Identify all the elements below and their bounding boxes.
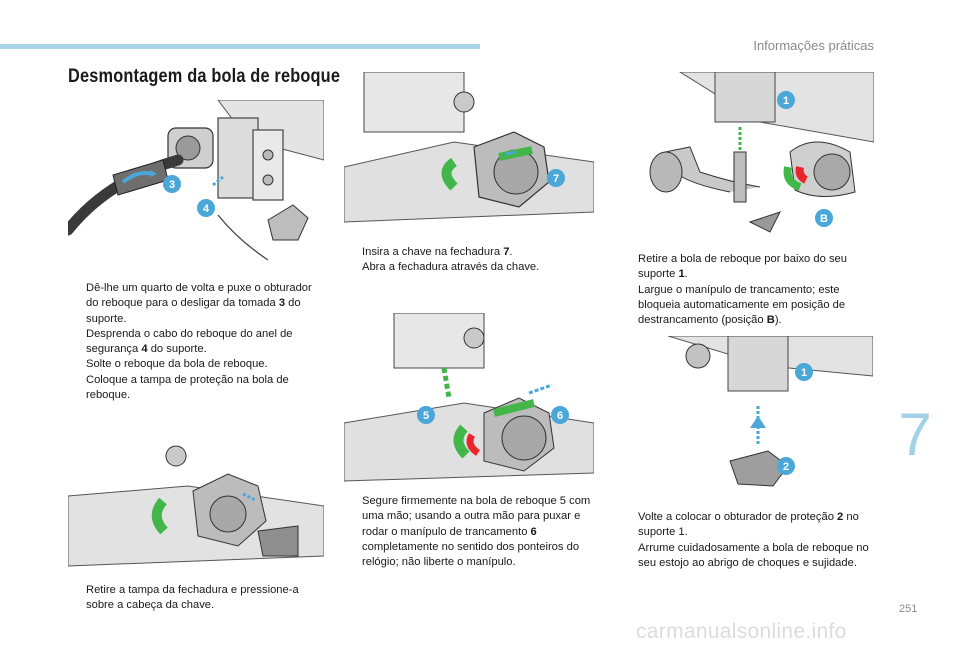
steps-remove-ball: Retire a bola de reboque por baixo do se… [620, 252, 876, 328]
step-place-cap: Coloque a tampa de proteção na bola de r… [86, 373, 289, 402]
badge-B: B [815, 209, 833, 227]
illustration-plug: 3 4 [68, 100, 324, 270]
badge-1b: 1 [795, 363, 813, 381]
svg-text:5: 5 [423, 410, 429, 422]
step-release-handle: Largue o manípulo de trancamento; este b… [638, 283, 846, 327]
step-disconnect-plug: Dê-lhe um quarto de volta e puxe o obtur… [86, 282, 312, 325]
step-remove-lock-cap: Retire a tampa da fechadura e pressione-… [86, 584, 299, 612]
figure-plug-disconnect: 3 4 [68, 100, 324, 270]
svg-text:3: 3 [169, 179, 175, 191]
svg-text:B: B [820, 213, 828, 225]
figure-insert-cover: 1 2 [668, 336, 873, 496]
page-number: 251 [899, 603, 918, 615]
illustration-cap [68, 426, 324, 571]
svg-text:7: 7 [553, 173, 559, 185]
steps-disconnect: Dê-lhe um quarto de volta e puxe o obtur… [68, 281, 318, 403]
svg-text:1: 1 [783, 95, 789, 107]
illustration-unlock: 5 6 [344, 313, 594, 483]
badge-6: 6 [551, 406, 569, 424]
svg-text:1: 1 [801, 367, 807, 379]
chapter-number: 7 [898, 401, 932, 468]
section-label: Informações práticas [753, 38, 874, 53]
figure-unlock-handle: 5 6 [344, 313, 594, 483]
badge-5: 5 [417, 406, 435, 424]
illustration-cover: 1 2 [668, 336, 873, 496]
steps-turn-handle: Segure firmemente na bola de reboque 5 c… [344, 494, 600, 570]
watermark-text: carmanualsonline.info [636, 620, 847, 643]
steps-lock-cap: Retire a tampa da fechadura e pressione-… [68, 583, 324, 614]
step-open-lock: Abra a fechadura através da chave. [362, 261, 540, 274]
step-release-trailer: Solte o reboque da bola de reboque. [86, 358, 268, 371]
svg-text:2: 2 [783, 461, 789, 473]
step-insert-key: Insira a chave na fechadura 7. [362, 246, 513, 258]
figure-cap-key [68, 426, 324, 571]
step-remove-ball: Retire a bola de reboque por baixo do se… [638, 253, 847, 281]
illustration-lock: 7 [344, 72, 594, 232]
steps-insert-key: Insira a chave na fechadura 7. Abra a fe… [344, 245, 594, 276]
badge-4: 4 [197, 199, 215, 217]
step-turn-handle: Segure firmemente na bola de reboque 5 c… [362, 495, 591, 569]
figure-remove-tow-ball: 1 B [620, 72, 874, 240]
step-release-cable: Desprenda o cabo do reboque do anel de s… [86, 327, 293, 356]
page-title: Desmontagem da bola de reboque [68, 66, 341, 87]
svg-text:6: 6 [557, 410, 563, 422]
badge-2: 2 [777, 457, 795, 475]
svg-text:4: 4 [203, 203, 210, 215]
illustration-tow-ball: 1 B [620, 72, 874, 240]
badge-7: 7 [547, 169, 565, 187]
badge-3: 3 [163, 175, 181, 193]
step-store-ball: Arrume cuidadosamente a bola de reboque … [638, 541, 869, 569]
figure-key-lock: 7 [344, 72, 594, 232]
header-accent-bar [0, 44, 480, 49]
badge-1: 1 [777, 91, 795, 109]
steps-store: Volte a colocar o obturador de proteção … [620, 510, 876, 571]
step-replace-cover: Volte a colocar o obturador de proteção … [638, 511, 859, 539]
